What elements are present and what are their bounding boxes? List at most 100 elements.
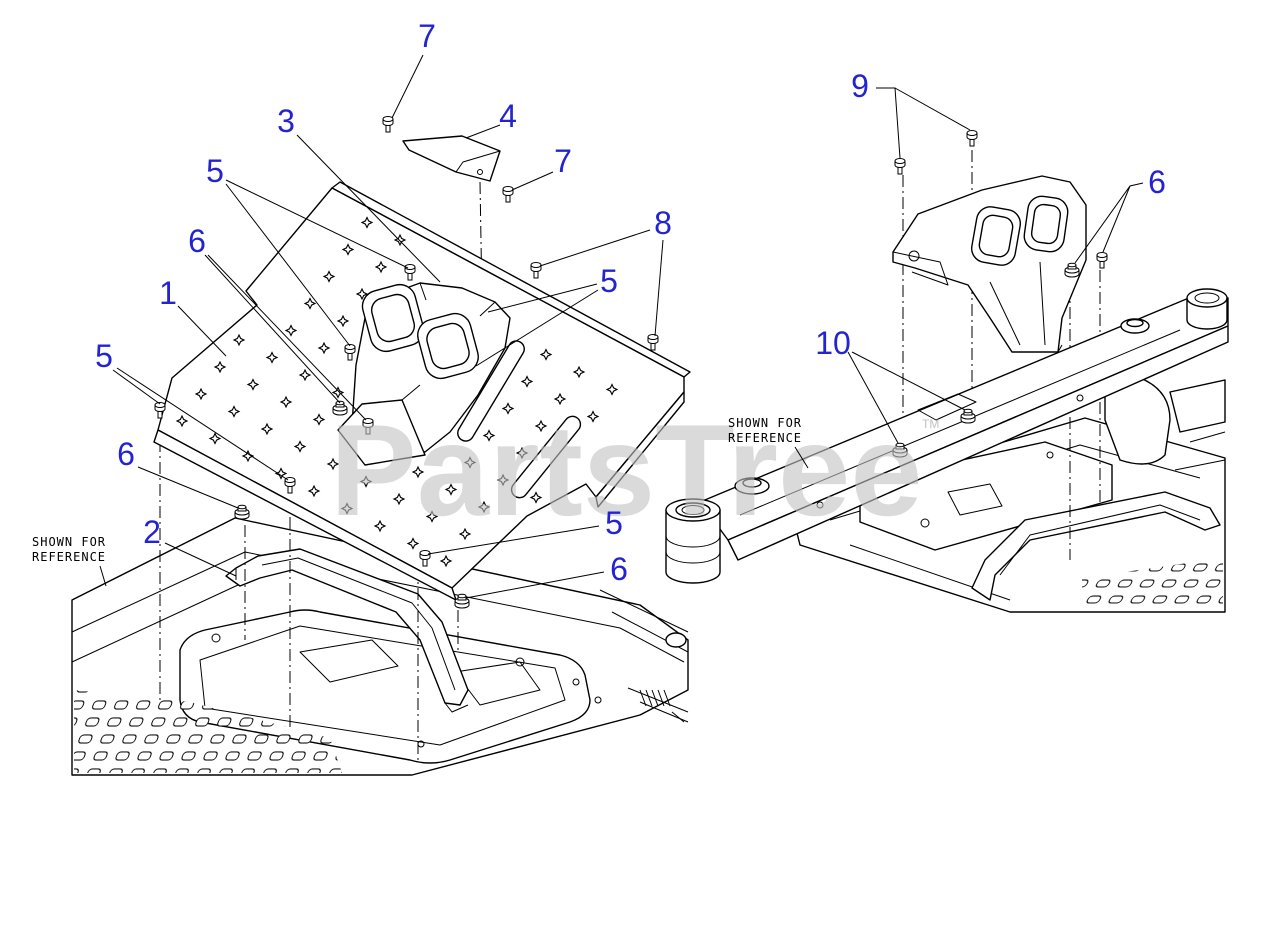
floor-pan-hole xyxy=(572,678,580,686)
callout-5[interactable]: 5 xyxy=(600,263,618,299)
part-2-bracket xyxy=(225,548,469,713)
chassis-spring-left xyxy=(639,689,671,707)
reference-note-left: SHOWN FOR REFERENCE xyxy=(32,535,107,587)
plate-slot xyxy=(457,340,525,442)
floor-pan-panel xyxy=(299,639,399,683)
reference-note-line2: REFERENCE xyxy=(728,431,802,445)
plate-slot xyxy=(510,415,582,499)
reference-leader xyxy=(794,446,809,469)
callout-10[interactable]: 10 xyxy=(815,325,851,361)
plate-hole xyxy=(341,243,355,256)
callout-1[interactable]: 1 xyxy=(159,275,177,311)
left-floor-pan-reference xyxy=(71,517,689,776)
floor-pan-panel xyxy=(947,483,1003,516)
plate-hole xyxy=(232,333,246,347)
callout-8[interactable]: 8 xyxy=(654,205,672,241)
plate-hole xyxy=(534,419,548,433)
caster-hub-right xyxy=(1186,288,1228,330)
reference-note-line1: SHOWN FOR xyxy=(32,535,106,549)
leader-5 xyxy=(475,283,599,367)
plate-hole xyxy=(213,360,227,374)
floor-pan-rim xyxy=(71,551,685,663)
callout-6[interactable]: 6 xyxy=(117,436,135,472)
plate-hole xyxy=(373,519,387,533)
leader-8 xyxy=(539,229,664,337)
leader-10 xyxy=(847,351,966,444)
leader-7 xyxy=(391,54,424,119)
leader-5 xyxy=(112,367,289,481)
plate-hole xyxy=(194,387,208,401)
floor-pan-panel-2 xyxy=(454,661,541,706)
plate-hole xyxy=(274,467,288,480)
watermark-text: PartsTree xyxy=(330,397,923,543)
spring-cap-right xyxy=(1120,318,1150,334)
callout-5[interactable]: 5 xyxy=(95,338,113,374)
reference-note-line1: SHOWN FOR xyxy=(728,416,802,430)
plate-hole xyxy=(227,405,241,418)
leader-5 xyxy=(225,179,409,347)
plate-hole xyxy=(463,456,477,469)
callout-4[interactable]: 4 xyxy=(499,98,517,134)
plate-hole xyxy=(241,449,255,463)
plate-hole xyxy=(246,378,260,391)
part-3-console-housing xyxy=(337,282,511,466)
bracket-window-right xyxy=(1023,195,1069,253)
plate-hole xyxy=(326,457,340,471)
chassis-hub-left xyxy=(665,632,687,648)
plate-holes xyxy=(175,216,619,568)
plate-hole xyxy=(458,527,472,541)
watermark-tm: TM xyxy=(922,417,939,431)
callout-5[interactable]: 5 xyxy=(206,153,224,189)
bracket-tab xyxy=(892,251,949,286)
callout-5[interactable]: 5 xyxy=(605,505,623,541)
bracket-body xyxy=(225,548,469,706)
callout-9[interactable]: 9 xyxy=(851,68,869,104)
floor-pan-hole xyxy=(211,633,221,643)
plate-hole xyxy=(284,324,298,337)
callout-7[interactable]: 7 xyxy=(418,18,436,54)
reference-leader xyxy=(99,565,107,587)
plate-hole xyxy=(411,465,425,479)
plate-hole xyxy=(406,537,420,550)
bolt-part-6 xyxy=(1096,252,1108,269)
plate-hole xyxy=(444,483,458,496)
plate-hole xyxy=(529,491,543,504)
floor-pan-hole xyxy=(594,696,602,704)
plate-hole xyxy=(260,422,274,436)
callout-3[interactable]: 3 xyxy=(277,103,295,139)
cover-hole xyxy=(477,169,483,175)
callout-6[interactable]: 6 xyxy=(188,223,206,259)
chassis-duct xyxy=(1104,367,1171,465)
callout-6[interactable]: 6 xyxy=(1148,164,1166,200)
bolt-part-8 xyxy=(647,334,659,351)
callout-2[interactable]: 2 xyxy=(143,514,161,550)
right-assembly xyxy=(665,130,1229,613)
console-bracket-right-view xyxy=(892,175,1087,353)
floor-pan-handle xyxy=(971,491,1221,601)
housing-front-face xyxy=(337,399,426,466)
plate-hole xyxy=(496,473,510,487)
plate-hole xyxy=(425,510,439,523)
plate-hole xyxy=(572,365,586,379)
plate-hole xyxy=(355,287,369,301)
right-chassis-structure xyxy=(1099,329,1226,471)
plate-hole xyxy=(360,216,374,229)
plate-hole xyxy=(515,446,529,460)
leader-6 xyxy=(1074,182,1144,264)
leader-2 xyxy=(164,542,237,577)
leader-7 xyxy=(511,171,554,191)
plate-side-flange xyxy=(595,391,685,508)
callout-6[interactable]: 6 xyxy=(610,551,628,587)
bracket-window-left xyxy=(970,206,1022,266)
plate-hole xyxy=(293,440,307,453)
floor-pan-hole xyxy=(515,657,525,667)
plate-hole xyxy=(175,414,189,428)
floor-pan-handle-inner xyxy=(999,504,1201,576)
cover-plate xyxy=(402,135,501,182)
callout-7[interactable]: 7 xyxy=(554,143,572,179)
bolt-part-8 xyxy=(530,262,542,279)
leader-6 xyxy=(137,466,239,509)
plate-hole xyxy=(359,475,373,488)
plate-hole xyxy=(553,392,567,406)
plate-hole xyxy=(317,341,331,355)
